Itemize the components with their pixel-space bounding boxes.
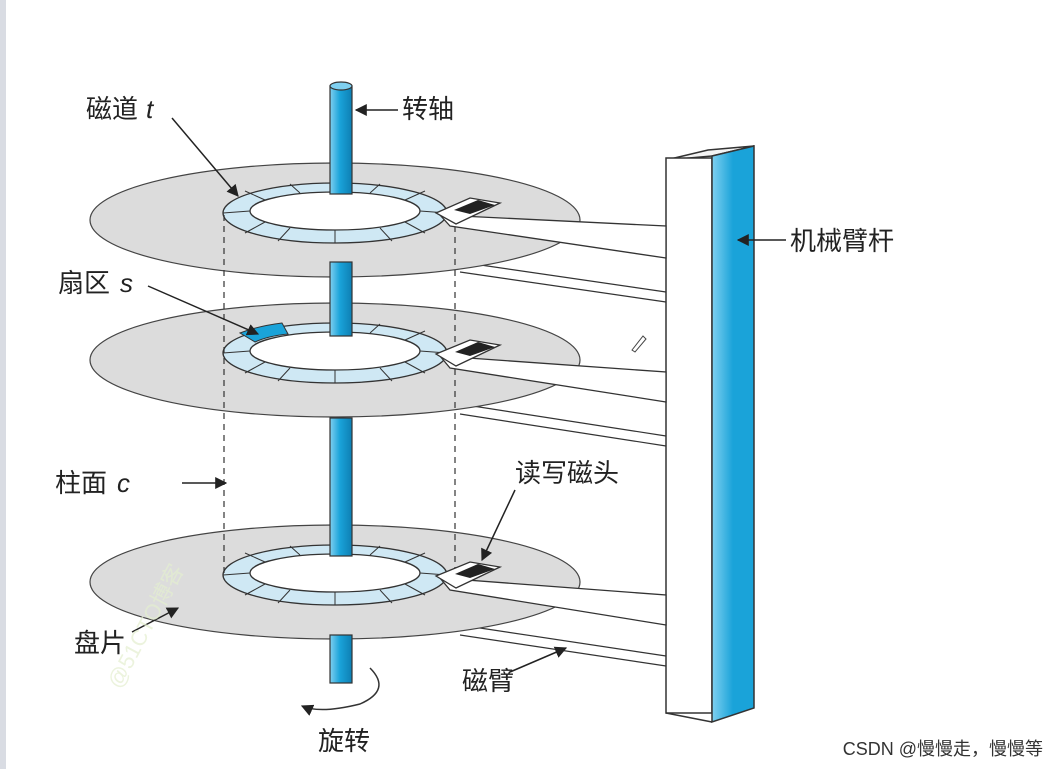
label-platter: 盘片 [74,629,126,659]
csdn-watermark: CSDN @慢慢走，慢慢等 [843,735,1043,761]
label-arm-assembly: 机械臂杆 [790,227,894,257]
label-read-write-head: 读写磁头 [515,459,619,489]
label-spindle: 转轴 [402,95,454,125]
label-arm: 磁臂 [462,667,514,697]
arm-assembly-bar [666,146,754,722]
label-rotation: 旋转 [318,727,370,757]
pencil-cursor-icon [632,336,646,352]
